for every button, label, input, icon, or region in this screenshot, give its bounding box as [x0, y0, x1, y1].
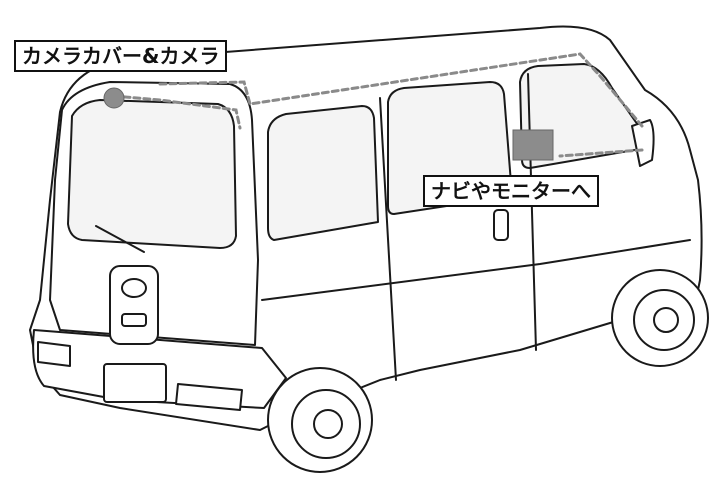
side-window-rear: [267, 105, 379, 241]
navi-label: ナビやモニターへ: [423, 175, 599, 207]
rear-window: [67, 99, 237, 249]
license-plate: [103, 363, 167, 403]
cable-route-roof: [158, 52, 644, 128]
rear-wheel: [267, 367, 373, 473]
side-character-line: [261, 239, 691, 301]
door-handle: [493, 209, 509, 241]
cable-route-to-monitor: [558, 148, 644, 158]
tail-light-left: [37, 341, 71, 367]
camera-label: カメラカバー&カメラ: [14, 40, 228, 72]
tail-light-right: [175, 383, 243, 411]
camera-dot-icon: [103, 87, 125, 109]
sliding-door-line: [379, 73, 537, 381]
rear-emblem: [121, 278, 147, 298]
rear-wiper: [95, 225, 145, 253]
monitor-icon: [512, 129, 554, 161]
front-wheel: [611, 269, 709, 367]
rear-handle: [121, 313, 147, 327]
cable-route-rear: [112, 94, 242, 130]
rear-handle-recess: [109, 265, 159, 345]
side-mirror: [631, 119, 655, 167]
